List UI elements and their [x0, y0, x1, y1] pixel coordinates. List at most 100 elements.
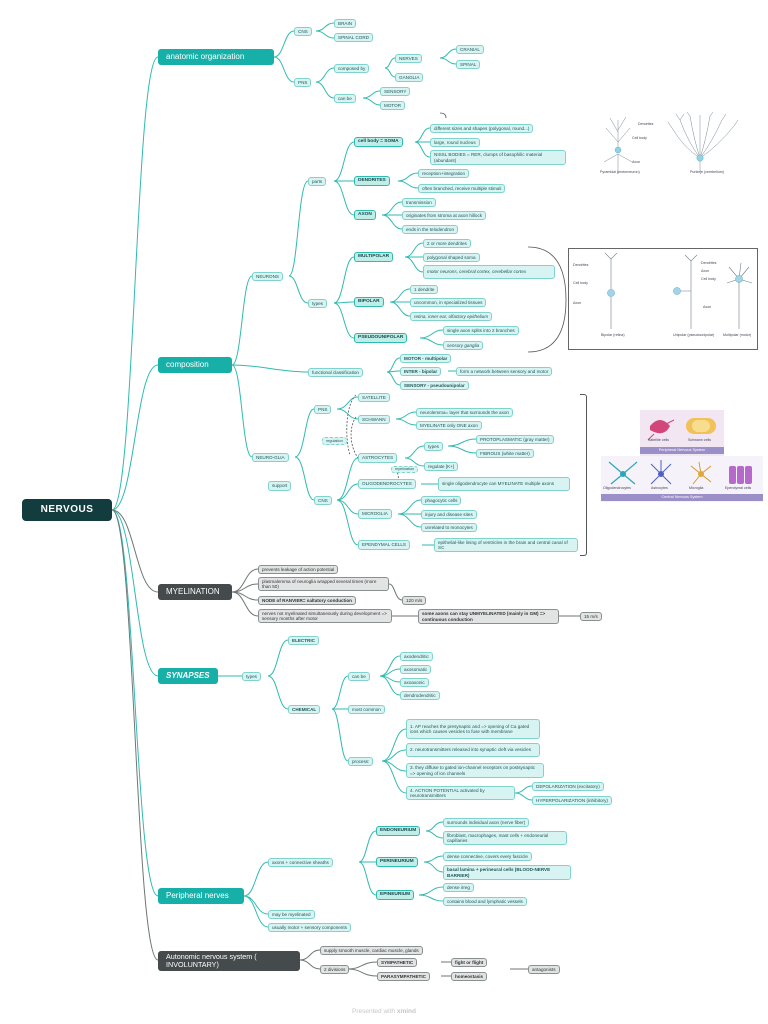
node-support[interactable]: support [268, 481, 292, 491]
node-regulate-k[interactable]: regulate [K+] [424, 462, 459, 471]
node-protoplasmatic[interactable]: PROTOPLASMATIC (gray matter) [476, 435, 554, 444]
branch-composition[interactable]: composition [158, 357, 232, 373]
branch-myelination[interactable]: MYELINATION [158, 584, 232, 600]
node-functional-classification[interactable]: functional classification [308, 368, 363, 377]
node-antagonists[interactable]: antagonists [528, 965, 560, 974]
node-astro-types[interactable]: types [424, 442, 443, 451]
node-peri-barrier[interactable]: basal lamina + perineural cells (BLOOD-N… [443, 865, 571, 880]
node-glia-cns[interactable]: CNS [314, 496, 332, 505]
node-process-step-1[interactable]: 1. AP reaches the presynaptic and => ope… [406, 719, 540, 739]
node-unmyelinated[interactable]: some axons can stay UNMYELINATED (mainly… [418, 609, 559, 624]
node-soma-shapes[interactable]: different sizes and shapes (polygonal, r… [430, 124, 534, 133]
node-chemical-can-be[interactable]: can be [348, 672, 370, 681]
node-epi-dense[interactable]: dense irreg [443, 883, 474, 892]
node-hyperpolarization[interactable]: HYPERPOLARIZATION (inhibitory) [532, 796, 612, 805]
node-motor[interactable]: MOTOR [380, 101, 406, 110]
root-node[interactable]: NERVOUS [22, 499, 112, 521]
node-myelination-tag[interactable]: myelination [391, 466, 419, 473]
node-speed-120[interactable]: 120 m/s [402, 596, 427, 605]
node-soma-nissl[interactable]: NISSL BODIES = RER, clumps of basophilic… [430, 150, 566, 165]
branch-autonomic[interactable]: Autonomic nervous system ( INVOLUNTARY) [158, 951, 300, 971]
node-dendrites[interactable]: DENDRITES [354, 176, 390, 186]
node-ganglia[interactable]: GANGLIA [395, 73, 424, 82]
node-multipolar-examples[interactable]: motor neurons, cerebral cortex, cerebell… [423, 265, 555, 279]
node-sensory[interactable]: SENSORY [380, 87, 411, 96]
node-pns[interactable]: PNS [294, 78, 312, 87]
node-endo-cells[interactable]: fibroblast, macrophages, mast cells + en… [443, 831, 567, 845]
node-astrocytes[interactable]: ASTROCYTES [358, 453, 398, 463]
node-may-be-myelinated[interactable]: may be myelinated [268, 910, 315, 919]
node-axon-telodendron[interactable]: ends in the telodendron [402, 225, 459, 234]
node-oligo-multiple[interactable]: single oligodendrocyte can MYELINATE mul… [438, 477, 570, 491]
node-pseudounipolar[interactable]: PSEUDOUNIPOLAR [354, 333, 408, 343]
node-multipolar-dendrites[interactable]: 2 or more dendrites [423, 239, 471, 248]
node-axon[interactable]: AXON [354, 210, 376, 220]
node-supply[interactable]: supply smooth muscle, cardiac muscle, gl… [320, 946, 423, 955]
node-bipolar-dendrite[interactable]: 1 dendrite [410, 285, 439, 294]
node-plasmalemma[interactable]: plasmalemma of neuroglia wrapped several… [258, 577, 389, 591]
node-pseudo-ganglia[interactable]: sensory ganglia [443, 341, 484, 350]
node-parts[interactable]: parts [308, 177, 327, 186]
node-ependymal-lining[interactable]: epithelial-like lining of ventricles in … [434, 538, 578, 552]
node-soma[interactable]: cell body = SOMA [354, 137, 403, 147]
node-axosomatic[interactable]: axosomatic [400, 665, 432, 674]
node-neurons[interactable]: NEURONS [252, 272, 283, 281]
node-not-simultaneous[interactable]: nerves not myelinated simultaneously dur… [258, 609, 392, 623]
node-epineurium[interactable]: EPINEURIUM [376, 890, 415, 900]
node-spinal[interactable]: SPINAL [456, 60, 481, 69]
node-dendrites-branched[interactable]: often branched, receive multiple stimuli [418, 184, 506, 193]
node-micro-injury[interactable]: injury and disease sites [421, 510, 477, 519]
node-glia-pns[interactable]: PNS [314, 405, 332, 414]
node-fight-or-flight[interactable]: fight or flight [451, 958, 488, 967]
branch-anatomic-organization[interactable]: anatomic organization [158, 49, 274, 65]
node-ependymal[interactable]: EPENDYMAL CELLS [358, 540, 410, 550]
node-chemical[interactable]: CHEMICAL [288, 705, 321, 714]
node-bipolar[interactable]: BIPOLAR [354, 297, 384, 307]
node-spinal-cord[interactable]: SPINAL CORD [334, 33, 373, 42]
node-soma-nucleus[interactable]: large, round nucleus [430, 138, 480, 147]
node-axodendritic[interactable]: axodendritic [400, 652, 433, 661]
node-speed-15[interactable]: 15 m/s [580, 612, 602, 621]
node-perineurium[interactable]: PERINEURIUM [376, 857, 418, 867]
node-axons-connective[interactable]: axons + connective sheaths [268, 858, 333, 867]
node-bipolar-examples[interactable]: retina, inner ear, olfactory epithelium [410, 312, 493, 321]
node-process-step-3[interactable]: 3. they diffuse to gated ion-channel rec… [406, 763, 544, 778]
node-synapse-types[interactable]: types [242, 672, 261, 681]
node-bipolar-uncommon[interactable]: uncommon, in specialized tissues [410, 298, 487, 307]
node-process-step-2[interactable]: 2. neurotransmitters released into synap… [406, 743, 540, 757]
node-brain[interactable]: BRAIN [334, 19, 357, 28]
node-pseudo-split[interactable]: single axon splits into 2 branches [443, 326, 519, 335]
node-most-common[interactable]: most common [348, 705, 385, 714]
node-parasympathetic[interactable]: PARASYMPATHETIC [377, 972, 430, 981]
node-nerves[interactable]: NERVES [395, 54, 422, 63]
node-endoneurium[interactable]: ENDONEURIUM [376, 826, 421, 836]
node-inter-bipolar[interactable]: INTER - bipolar [400, 367, 442, 376]
node-prevents-leakage[interactable]: prevents leakage of action potential [258, 565, 339, 574]
node-process-step-4[interactable]: 4. ACTION POTENTIAL activated by neurotr… [406, 786, 515, 800]
node-sensory-pseudounipolar[interactable]: SENSORY - pseudounipolar [400, 381, 469, 390]
branch-peripheral-nerves[interactable]: Peripheral nerves [158, 888, 244, 904]
node-regulation-tag[interactable]: regulation [322, 437, 347, 445]
node-sympathetic[interactable]: SYMPATHETIC [377, 958, 418, 967]
node-depolarization[interactable]: DEPOLARIZATION (excitatory) [532, 782, 604, 791]
node-axon-transmission[interactable]: transmission [402, 198, 436, 207]
node-endo-surrounds[interactable]: surrounds individual axon (nerve fiber) [443, 818, 530, 827]
node-ranvier[interactable]: NODE of RANVIER= saltatory conduction [258, 596, 356, 605]
node-epi-vessels[interactable]: contains blood and lymphatic vessels [443, 897, 527, 906]
node-schwann-neurolemma[interactable]: neurolemma= layer that surrounds the axo… [416, 408, 513, 417]
node-composed-by[interactable]: composed by [334, 64, 370, 73]
node-cns[interactable]: CNS [294, 27, 312, 36]
node-neuroglia[interactable]: NEURO-GLIA [252, 453, 289, 462]
node-homeostasis[interactable]: homeostasis [451, 972, 488, 981]
node-motor-multipolar[interactable]: MOTOR - multipolar [400, 354, 452, 363]
node-peri-dense[interactable]: dense connective, covers every fascicle [443, 852, 532, 861]
node-satellite[interactable]: SATELLITE [358, 393, 390, 402]
node-axon-hillock[interactable]: originates from stroma at axon hillock [402, 211, 487, 220]
node-schwann[interactable]: SCHWANN [358, 415, 390, 424]
node-multipolar[interactable]: MULTIPOLAR [354, 252, 394, 262]
node-schwann-one-axon[interactable]: MYELINATE only ONE axon [416, 421, 482, 430]
branch-synapses[interactable]: SYNAPSES [158, 668, 218, 684]
node-axoaxonic[interactable]: axoaxonic [400, 678, 429, 687]
node-dendrites-reception[interactable]: reception+integration [418, 169, 470, 178]
node-dendrodendritic[interactable]: dendrodendritic [400, 691, 440, 700]
